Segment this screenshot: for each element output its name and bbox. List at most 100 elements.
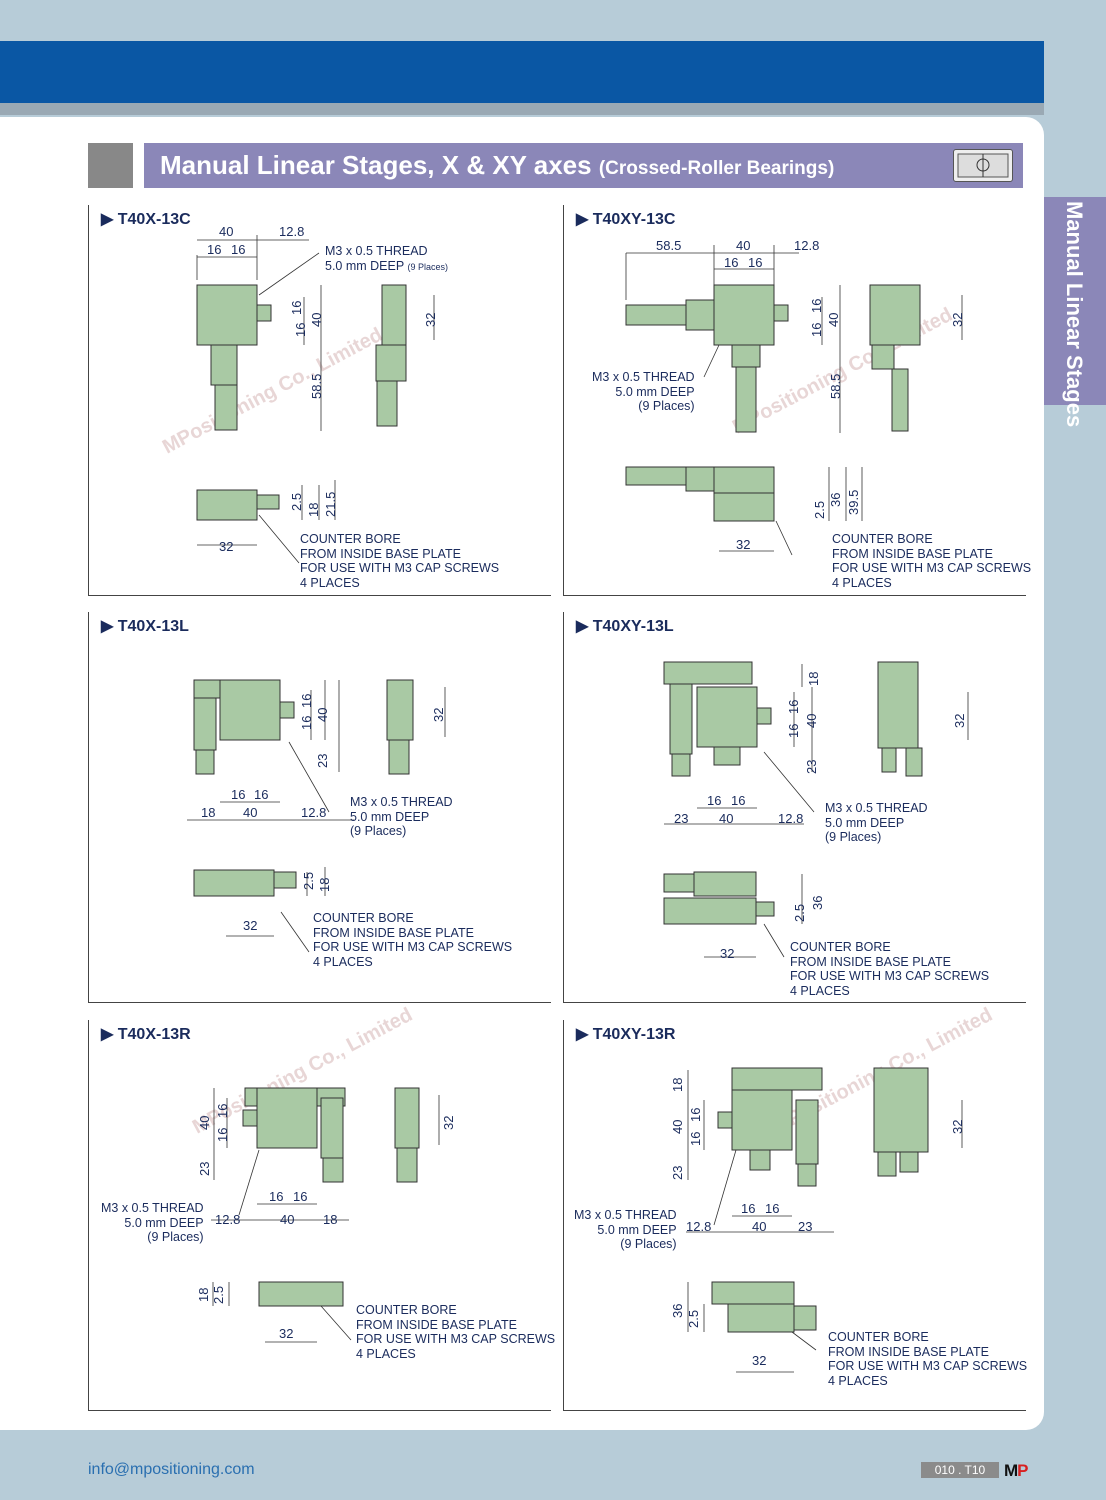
dim-label: 36 <box>670 1304 685 1318</box>
dim-label: 12.8 <box>279 224 304 239</box>
thread-note: M3 x 0.5 THREAD 5.0 mm DEEP (9 Places) <box>350 795 453 838</box>
dim-label: 2.5 <box>289 493 304 511</box>
page-number: 010 . T10 <box>921 1462 999 1478</box>
dim-label: 40 <box>309 313 324 327</box>
dim-label: 12.8 <box>778 811 803 826</box>
dim-label: 2.5 <box>301 872 316 890</box>
bore-note: COUNTER BORE FROM INSIDE BASE PLATE FOR … <box>832 532 1032 590</box>
dim-label: 16 <box>765 1201 779 1216</box>
bore-note: COUNTER BORE FROM INSIDE BASE PLATE FOR … <box>300 532 500 590</box>
dim-label: 23 <box>315 754 330 768</box>
dim-label: 32 <box>952 714 967 728</box>
mp-logo: MP <box>1004 1461 1029 1480</box>
dim-label: 21.5 <box>323 492 338 517</box>
dim-label: 23 <box>674 811 688 826</box>
dim-label: 16 <box>231 242 245 257</box>
dim-label: 40 <box>752 1219 766 1234</box>
page-title: Manual Linear Stages, X & XY axes (Cross… <box>160 150 835 180</box>
dim-label: 32 <box>720 946 734 961</box>
dim-label: 16 <box>231 787 245 802</box>
dim-label: 18 <box>806 672 821 686</box>
dim-label: 2.5 <box>211 1286 226 1304</box>
dim-label: 16 <box>707 793 721 808</box>
dim-label: 18 <box>317 878 332 892</box>
dim-label: 16 <box>741 1201 755 1216</box>
dim-label: 18 <box>196 1288 211 1302</box>
dim-label: 16 <box>724 255 738 270</box>
dim-label: 16 <box>786 700 801 714</box>
panel-t40x-13c: ▶ T40X-13C 40 16 16 12.8 <box>88 205 551 596</box>
dim-label: 16 <box>748 255 762 270</box>
contact-email-link[interactable]: info@mpositioning.com <box>88 1461 255 1478</box>
dim-label: 18 <box>306 503 321 517</box>
dim-label: 16 <box>299 694 314 708</box>
dim-label: 16 <box>254 787 268 802</box>
thread-note: M3 x 0.5 THREAD 5.0 mm DEEP (9 Places) <box>101 1201 204 1244</box>
banner-shadow <box>0 103 1044 115</box>
dim-label: 16 <box>293 323 308 337</box>
dim-label: 32 <box>219 539 233 554</box>
dim-label: 32 <box>441 1116 456 1130</box>
thread-note: M3 x 0.5 THREAD 5.0 mm DEEP (9 Places) <box>574 1208 677 1251</box>
dim-label: 16 <box>809 323 824 337</box>
panel-title: ▶ T40XY-13C <box>576 211 676 228</box>
dim-label: 40 <box>826 313 841 327</box>
dim-label: 32 <box>752 1353 766 1368</box>
panel-t40x-13r: ▶ T40X-13R 40 16 16 23 32 16 1 <box>88 1020 555 1411</box>
dim-label: 18 <box>670 1078 685 1092</box>
dim-label: 40 <box>804 714 819 728</box>
dim-label: 2.5 <box>812 501 827 519</box>
dim-label: 16 <box>688 1108 703 1122</box>
panel-title: ▶ T40X-13C <box>101 211 191 228</box>
dim-label: 23 <box>670 1166 685 1180</box>
panel-t40x-13l: ▶ T40X-13L 16 16 40 23 3 <box>88 612 551 1003</box>
dim-label: 58.5 <box>309 374 324 399</box>
dim-label: 32 <box>736 537 750 552</box>
dim-label: 40 <box>315 708 330 722</box>
dim-label: 2.5 <box>686 1310 701 1328</box>
dim-label: 40 <box>670 1120 685 1134</box>
dim-label: 40 <box>243 805 257 820</box>
dim-label: 16 <box>293 1189 307 1204</box>
bore-note: COUNTER BORE FROM INSIDE BASE PLATE FOR … <box>828 1330 1028 1388</box>
dim-label: 36 <box>810 896 825 910</box>
title-bar: Manual Linear Stages, X & XY axes (Cross… <box>144 143 1023 188</box>
thread-note: M3 x 0.5 THREAD 5.0 mm DEEP (9 Places) <box>325 244 448 273</box>
dim-label: 23 <box>197 1162 212 1176</box>
dim-label: 40 <box>719 811 733 826</box>
dim-label: 23 <box>804 760 819 774</box>
dim-label: 40 <box>219 224 233 239</box>
dim-label: 58.5 <box>828 374 843 399</box>
dim-label: 16 <box>215 1128 230 1142</box>
dim-label: 2.5 <box>792 904 807 922</box>
dim-label: 12.8 <box>686 1219 711 1234</box>
dim-label: 16 <box>786 724 801 738</box>
dim-label: 58.5 <box>656 238 681 253</box>
dim-label: 12.8 <box>794 238 819 253</box>
top-banner <box>0 41 1044 103</box>
dim-label: 18 <box>323 1212 337 1227</box>
side-tab[interactable]: Manual Linear Stages <box>1044 197 1106 427</box>
panel-title: ▶ T40XY-13R <box>576 1026 676 1043</box>
dim-label: 16 <box>688 1132 703 1146</box>
dim-label: 18 <box>201 805 215 820</box>
dim-label: 36 <box>828 493 843 507</box>
bore-note: COUNTER BORE FROM INSIDE BASE PLATE FOR … <box>356 1303 556 1361</box>
thread-note: M3 x 0.5 THREAD 5.0 mm DEEP (9 Places) <box>825 801 928 844</box>
panel-title: ▶ T40X-13L <box>101 618 189 635</box>
dim-label: 16 <box>207 242 221 257</box>
panel-title: ▶ T40XY-13L <box>576 618 674 635</box>
dim-label: 16 <box>269 1189 283 1204</box>
dim-label: 32 <box>243 918 257 933</box>
dim-label: 12.8 <box>301 805 326 820</box>
panel-t40xy-13l: ▶ T40XY-13L <box>563 612 1026 1003</box>
dim-label: 40 <box>280 1212 294 1227</box>
dim-label: 16 <box>299 716 314 730</box>
thread-note: M3 x 0.5 THREAD 5.0 mm DEEP (9 Places) <box>592 370 695 413</box>
panel-t40xy-13c: ▶ T40XY-13C <box>563 205 1031 596</box>
dim-label: 23 <box>798 1219 812 1234</box>
panel-title: ▶ T40X-13R <box>101 1026 191 1043</box>
bore-note: COUNTER BORE FROM INSIDE BASE PLATE FOR … <box>313 911 513 969</box>
dim-label: 40 <box>197 1116 212 1130</box>
dim-label: 32 <box>279 1326 293 1341</box>
